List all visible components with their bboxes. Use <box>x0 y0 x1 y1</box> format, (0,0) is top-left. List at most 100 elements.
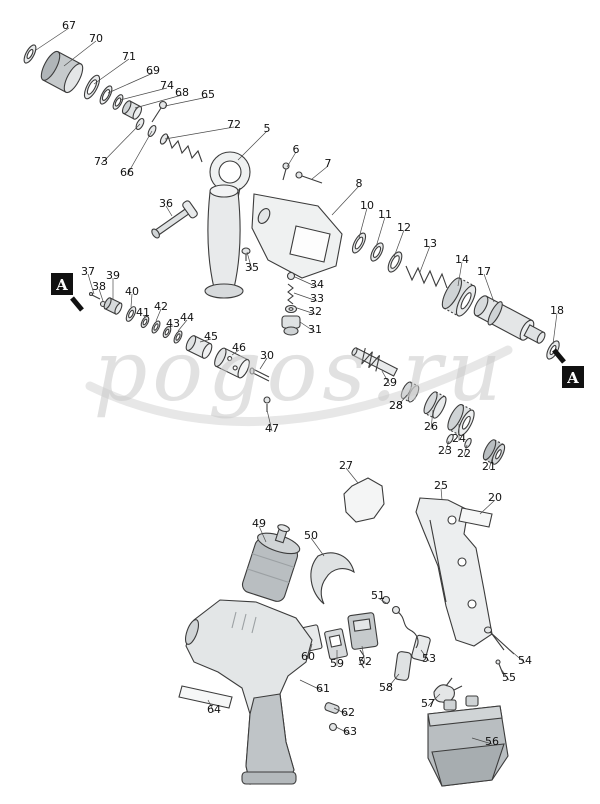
part-number-11: 11 <box>378 208 392 221</box>
leader-line-71 <box>93 58 130 85</box>
leader-line-66 <box>126 130 153 176</box>
part-side-screw-36 <box>151 200 198 239</box>
leader-line-64 <box>207 699 215 713</box>
leader-line-45 <box>199 338 212 343</box>
part-number-54: 54 <box>518 654 532 667</box>
leader-line-37 <box>87 273 95 295</box>
leader-line-60 <box>307 643 313 660</box>
part-number-51: 51 <box>371 589 385 602</box>
part-pin-35 <box>241 247 251 255</box>
part-number-45: 45 <box>204 330 218 343</box>
part-number-60: 60 <box>301 650 315 663</box>
part-gear-24 <box>447 404 475 436</box>
part-pin-47 <box>263 396 271 404</box>
part-number-68: 68 <box>175 86 189 99</box>
part-number-73: 73 <box>94 155 108 168</box>
part-number-34: 34 <box>310 278 324 291</box>
part-spring-front <box>167 135 203 163</box>
leader-line-41 <box>142 314 146 318</box>
part-number-39: 39 <box>106 269 120 282</box>
leader-line-14 <box>457 261 463 287</box>
gear-housing <box>204 162 343 336</box>
parts-artwork <box>23 44 566 787</box>
leader-line-68 <box>134 94 183 109</box>
part-number-64: 64 <box>207 703 221 716</box>
leader-line-34 <box>294 276 318 288</box>
part-53 <box>411 634 431 662</box>
leader-line-56 <box>471 737 493 745</box>
leader-line-53 <box>420 649 430 662</box>
part-number-8: 8 <box>356 177 363 190</box>
leader-line-33 <box>293 292 318 302</box>
part-number-28: 28 <box>389 399 403 412</box>
part-spring-33 <box>287 283 294 305</box>
part-number-50: 50 <box>304 529 318 542</box>
leader-line-6 <box>286 151 297 168</box>
leader-line-63 <box>335 726 351 735</box>
leader-line-20 <box>479 499 496 515</box>
part-number-35: 35 <box>245 261 259 274</box>
leader-line-44 <box>177 319 188 332</box>
chuck-chain <box>23 44 251 239</box>
part-chuck-sleeve <box>40 50 84 94</box>
part-58 <box>394 651 412 681</box>
leader-line-62 <box>333 707 349 716</box>
part-number-25: 25 <box>434 479 448 492</box>
part-number-22: 22 <box>457 447 471 460</box>
part-number-41: 41 <box>136 306 150 319</box>
battery-pack <box>427 695 509 787</box>
leader-line-47 <box>266 409 273 432</box>
part-number-69: 69 <box>146 64 160 77</box>
leader-line-58 <box>385 673 400 691</box>
part-number-55: 55 <box>502 671 516 684</box>
part-number-14: 14 <box>455 253 469 266</box>
leader-line-17 <box>483 273 495 303</box>
part-number-52: 52 <box>358 655 372 668</box>
part-number-5: 5 <box>264 122 271 135</box>
part-clip-57 <box>433 684 455 703</box>
leader-line-27 <box>345 467 359 484</box>
leader-line-22 <box>463 444 468 457</box>
leader-line-72 <box>164 126 235 140</box>
leader-line-42 <box>155 308 162 322</box>
part-number-61: 61 <box>316 682 330 695</box>
leader-line-67 <box>35 27 70 51</box>
detail-marker-1: A <box>51 273 73 295</box>
part-number-29: 29 <box>383 376 397 389</box>
part-number-24: 24 <box>452 432 466 445</box>
part-gear-ring-14 <box>441 277 477 317</box>
part-number-49: 49 <box>252 517 266 530</box>
leader-line-74 <box>119 87 168 101</box>
leader-line-8 <box>331 185 360 216</box>
leader-line-18 <box>552 312 558 345</box>
part-spring-13 <box>405 265 448 289</box>
part-number-20: 20 <box>488 491 502 504</box>
leader-line-10 <box>358 207 368 239</box>
leader-line-61 <box>299 679 324 692</box>
clutch-chain <box>88 291 271 412</box>
leader-line-35 <box>246 251 253 271</box>
part-number-42: 42 <box>154 300 168 313</box>
part-number-62: 62 <box>341 706 355 719</box>
part-sleeve-45 <box>185 335 213 359</box>
part-motor-49 <box>241 524 301 602</box>
part-number-31: 31 <box>308 323 322 336</box>
part-number-66: 66 <box>120 166 134 179</box>
part-shaft-29 <box>351 347 399 377</box>
leader-line-57 <box>427 693 441 707</box>
part-number-26: 26 <box>424 420 438 433</box>
leader-line-54 <box>509 649 526 664</box>
spindle-chain <box>351 232 560 360</box>
part-number-44: 44 <box>180 311 194 324</box>
part-number-72: 72 <box>227 118 241 131</box>
gear-train <box>351 347 506 465</box>
leader-line-5 <box>237 130 268 161</box>
part-pin-55 <box>495 659 501 665</box>
leader-line-25 <box>440 487 443 501</box>
part-label-plate-64 <box>178 685 233 709</box>
watermark-text: pogos.ru <box>94 322 507 420</box>
part-number-46: 46 <box>232 341 246 354</box>
